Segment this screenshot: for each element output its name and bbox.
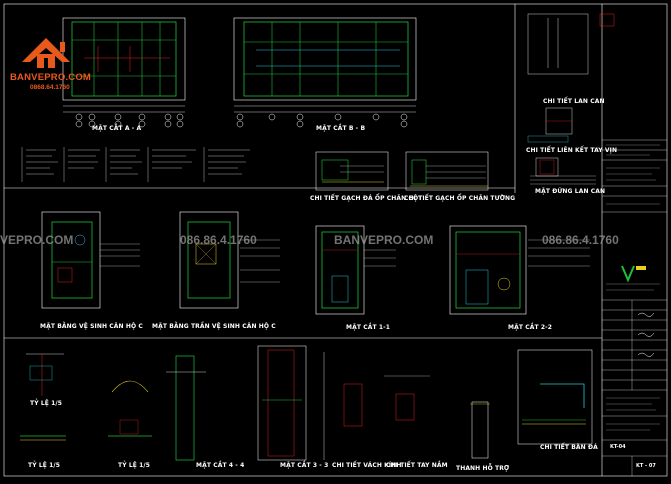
label-plan-tran: MẶT BẰNG TRẦN VỆ SINH CĂN HỘ C: [152, 323, 276, 330]
label-elevation-lan-can: MẶT ĐỨNG LAN CAN: [535, 188, 606, 195]
watermark-brand: BANVEPRO.COM: [334, 233, 434, 247]
label-section-44: MẶT CẮT 4 - 4: [196, 462, 245, 469]
title-block-sheet-code: KT - 07: [636, 463, 656, 469]
label-section-aa: MẶT CẮT A - A: [92, 125, 142, 132]
label-section-bb: MẶT CẮT B - B: [316, 125, 366, 132]
label-section-33: MẶT CẮT 3 - 3: [280, 462, 329, 469]
section-11-drawing: [315, 225, 396, 315]
label-plan-ve-sinh: MẶT BẰNG VỆ SINH CĂN HỘ C: [40, 323, 143, 330]
label-section-22: MẶT CẮT 2-2: [508, 324, 552, 331]
brand-name: BANVEPRO.COM: [10, 72, 92, 83]
label-detail-lan-can: CHI TIẾT LAN CAN: [543, 98, 605, 105]
watermark-phone-1: 086.86.4.1760: [180, 233, 257, 247]
label-detail-lien-ket: CHI TIẾT LIÊN KẾT TAY VỊN: [526, 147, 618, 154]
label-scale-2: TỶ LỆ 1/5: [28, 462, 60, 469]
bathroom-plan-drawing: [41, 211, 140, 309]
label-detail-gach-tuong: CHI TIẾT GẠCH ỐP CHÂN TƯỜNG: [404, 195, 516, 202]
signature-marks: [637, 312, 655, 357]
label-section-11: MẶT CẮT 1-1: [346, 324, 390, 331]
notes-blocks: [21, 147, 250, 182]
title-block-drawing: [602, 139, 667, 476]
railing-details-drawing: [527, 13, 615, 185]
section-bb-drawing: [233, 17, 417, 128]
bottom-details-drawing: [20, 345, 593, 461]
tile-details-drawing: [315, 151, 489, 191]
title-block-drawing-no: KT-04: [610, 444, 626, 450]
label-scale-1: TỶ LỆ 1/5: [30, 400, 62, 407]
label-detail-vach-kinh: CHI TIẾT VÁCH KÍNH: [332, 462, 402, 469]
label-thanh-ho-tro: THANH HỖ TRỢ: [456, 465, 510, 472]
ceiling-plan-drawing: [179, 211, 280, 309]
watermark-phone-2: 086.86.4.1760: [542, 233, 619, 247]
section-22-drawing: [449, 225, 590, 315]
label-detail-tay-nam: CHI TIẾT TAY NẮM: [386, 462, 448, 469]
company-logo-icon: [621, 265, 646, 283]
label-detail-ban-da: CHI TIẾT BÀN ĐÁ: [540, 444, 598, 451]
brand-phone: 0868.64.1760: [30, 84, 70, 91]
banvepro-logo-icon: [22, 38, 70, 68]
watermark-left: VEPRO.COM: [0, 233, 74, 247]
label-detail-gach-cot: CHI TIẾT GẠCH ĐÁ ỐP CHÂN CỘT: [310, 195, 423, 202]
label-scale-3: TỶ LỆ 1/5: [118, 462, 150, 469]
